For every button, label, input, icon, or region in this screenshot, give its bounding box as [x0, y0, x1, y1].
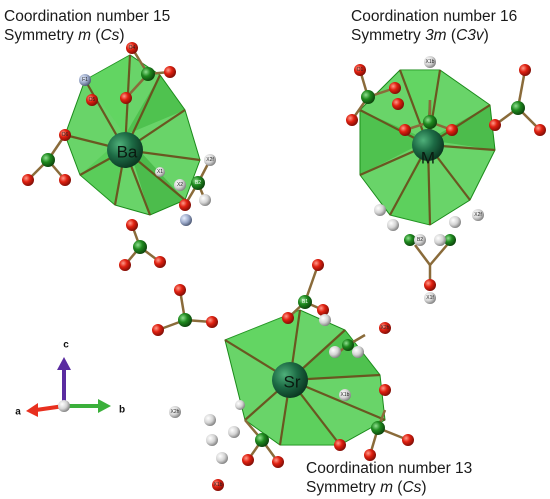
ba-borate-groups: F1 O4 O5 O6 X2f X2 B2 X1 [22, 42, 216, 271]
sr-halide-atoms [169, 314, 364, 464]
ba-center-atom [107, 132, 143, 168]
caption-sr-symmetry: Symmetry m (Cs) [306, 479, 427, 496]
svg-text:X1: X1 [157, 169, 163, 175]
svg-text:X2: X2 [177, 182, 183, 188]
svg-text:X1f: X1f [426, 295, 434, 301]
ba-atom-labels: F1 O4 O5 O6 X2f X2 B2 X1 [62, 45, 215, 188]
caption-m: Coordination number 16 Symmetry 3m (C3v) [351, 7, 517, 45]
m-polyhedron: M [359, 69, 496, 226]
sr-center-label: Sr [284, 373, 301, 392]
caption-sr-cn: Coordination number 13 [306, 460, 473, 477]
caption-ba: Coordination number 15 Symmetry m (Cs) [4, 7, 170, 45]
svg-text:X2f: X2f [206, 157, 214, 163]
axis-a-label: a [15, 407, 21, 418]
ba-center-label: Ba [117, 143, 138, 162]
svg-text:B1: B1 [302, 299, 308, 305]
svg-text:O1: O1 [357, 67, 364, 73]
sr-atom-labels: X2h X1b B1 X2h X1b [171, 299, 390, 488]
svg-text:X2h: X2h [381, 325, 390, 331]
caption-ba-cn: Coordination number 15 [4, 8, 171, 25]
ba-halide-atoms [79, 74, 216, 226]
svg-text:X1b: X1b [426, 59, 435, 65]
m-halide-atoms [374, 56, 484, 304]
caption-ba-symmetry: Symmetry m (Cs) [4, 27, 125, 44]
m-center-atom [412, 129, 444, 161]
svg-text:F1: F1 [82, 77, 88, 83]
svg-text:B2: B2 [417, 237, 423, 243]
sr-oxygen-atoms [152, 259, 414, 491]
axis-origin [58, 400, 70, 412]
sr-borate-groups: X2h X1b B1 X2h X1b [152, 259, 414, 491]
caption-sr: Coordination number 13 Symmetry m (Cs) [306, 459, 472, 497]
svg-text:O5: O5 [89, 97, 96, 103]
svg-text:X2h: X2h [171, 409, 180, 415]
sr-center-atom [272, 362, 308, 398]
m-atom-labels: X1b O1 X2f B2 X1f [357, 59, 483, 301]
axes-indicator: c a b [15, 340, 125, 418]
m-oxygen-atoms [346, 64, 546, 291]
caption-m-cn: Coordination number 16 [351, 8, 518, 25]
svg-text:O4: O4 [129, 45, 136, 51]
ba-polyhedron: Ba [64, 54, 201, 216]
svg-text:X1b: X1b [214, 482, 223, 488]
caption-m-symmetry: Symmetry 3m (C3v) [351, 27, 489, 44]
svg-text:O6: O6 [62, 132, 69, 138]
m-center-label: M [421, 149, 435, 168]
axis-c-label: c [63, 340, 69, 351]
axis-b-label: b [119, 405, 125, 416]
svg-text:X1b: X1b [341, 392, 350, 398]
svg-text:X2f: X2f [474, 212, 482, 218]
svg-text:B2: B2 [195, 180, 201, 186]
ba-oxygen-atoms [22, 42, 191, 271]
m-borate-groups: X1b O1 X2f B2 X1f [346, 56, 546, 304]
